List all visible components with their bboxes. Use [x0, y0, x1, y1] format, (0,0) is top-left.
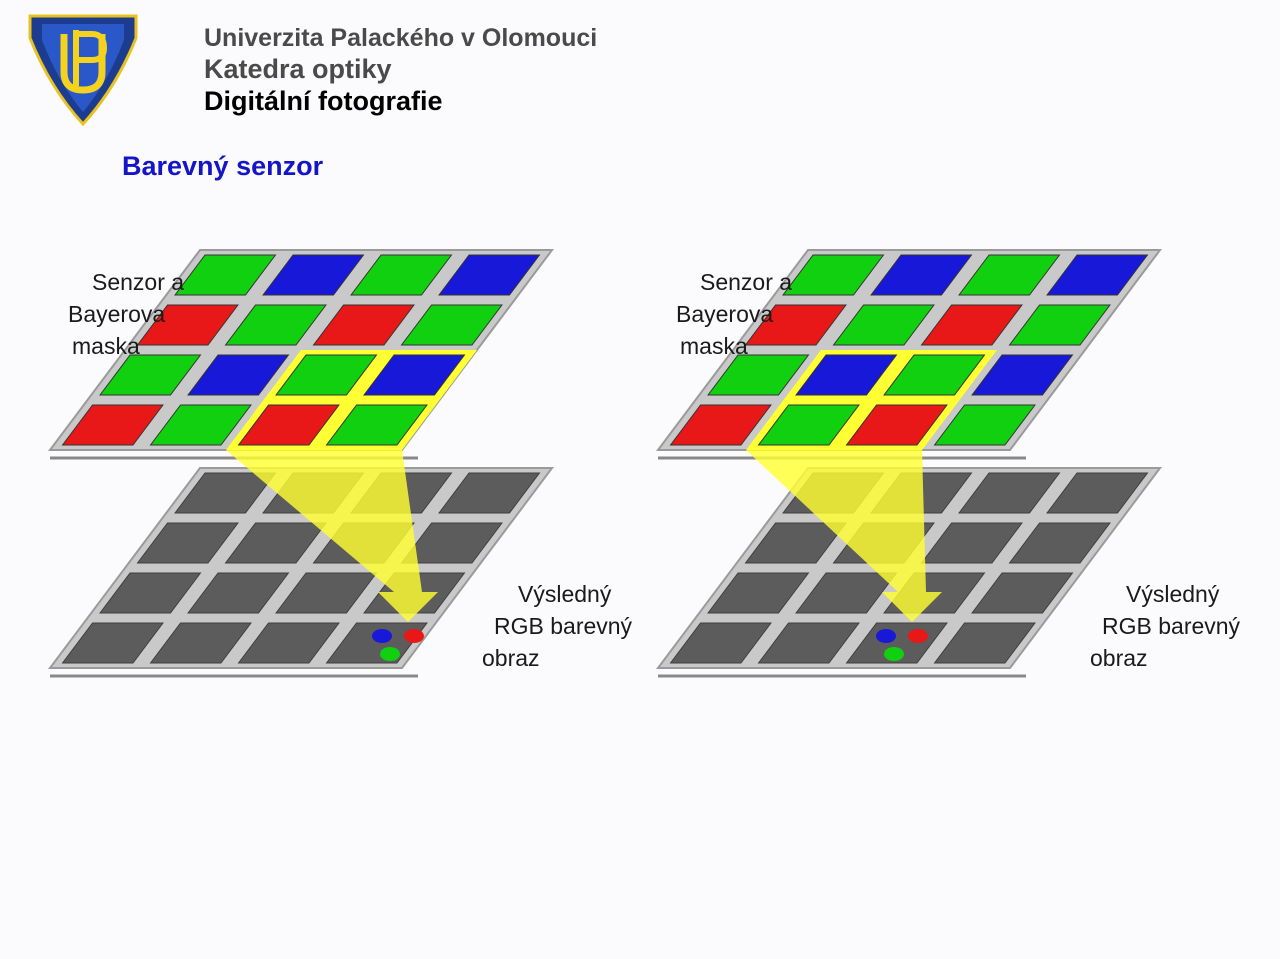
bayer-filter-cell [61, 404, 164, 446]
red-dot [404, 629, 424, 643]
blue-dot [876, 629, 896, 643]
bayer-filter-cell [933, 404, 1036, 446]
bayer-filter-cell [325, 404, 428, 446]
projection-beam [746, 450, 942, 622]
bayer-filter-cell [1008, 304, 1111, 346]
bayer-filter-cell [971, 354, 1074, 396]
pixel-cell [757, 622, 860, 664]
bayer-filter-cell [174, 254, 277, 296]
university-name: Univerzita Palackého v Olomouci [204, 24, 598, 52]
pixel-cell [136, 522, 239, 564]
bayer-filter-cell [870, 254, 973, 296]
pixel-cell [275, 572, 378, 614]
green-dot [380, 647, 400, 661]
bayer-diagram-left: Senzor a Bayerova maska Výsledný RGB bar… [48, 249, 633, 678]
pixel-cell [933, 622, 1036, 664]
bayer-filter-cell [312, 304, 415, 346]
bayer-filter-cell [350, 254, 453, 296]
sensor-label-line-1: Senzor a [700, 269, 792, 295]
bayer-diagram-right: Senzor a Bayerova maska Výsledný RGB bar… [656, 249, 1241, 678]
result-label-line-2: RGB barevný [1102, 613, 1241, 639]
red-dot [908, 629, 928, 643]
projection-beam [226, 450, 438, 622]
beam-arrow [226, 450, 438, 622]
pixel-cell [149, 622, 252, 664]
result-label-line-3: obraz [1090, 645, 1148, 671]
blue-dot [372, 629, 392, 643]
green-dot [884, 647, 904, 661]
bayer-filter-cell [832, 304, 935, 346]
bayer-filter-cell [958, 254, 1061, 296]
bayer-mask-plate [48, 249, 554, 460]
pixel-cell [61, 622, 164, 664]
sensor-label-line-2: Bayerova [68, 301, 165, 327]
bayer-filter-cell [920, 304, 1023, 346]
bayer-filter-cell [275, 354, 378, 396]
pixel-cell [920, 522, 1023, 564]
sensor-label-line-3: maska [680, 333, 748, 359]
pixel-cell [958, 472, 1061, 514]
pixel-plate [48, 467, 554, 678]
bayer-filter-cell [744, 304, 847, 346]
pixel-cell [224, 522, 327, 564]
pixel-cell [1008, 522, 1111, 564]
bayer-filter-cell [99, 354, 202, 396]
pixel-cell [99, 572, 202, 614]
bayer-mask-plate [656, 249, 1162, 460]
pixel-cell [744, 522, 847, 564]
pixel-cell [187, 572, 290, 614]
pixel-cell [174, 472, 277, 514]
bayer-filter-cell [136, 304, 239, 346]
bayer-filter-cell [363, 354, 466, 396]
result-label-line-1: Výsledný [518, 581, 612, 607]
result-label-line-2: RGB barevný [494, 613, 633, 639]
bayer-filter-cell [400, 304, 503, 346]
bayer-filter-cell [707, 354, 810, 396]
university-logo [24, 10, 142, 128]
pixel-cell [438, 472, 541, 514]
bayer-filter-cell [149, 404, 252, 446]
department-name: Katedra optiky [204, 54, 392, 84]
pixel-plate-base [48, 467, 554, 669]
pixel-cell [707, 572, 810, 614]
bayer-filter-cell [845, 404, 948, 446]
pixel-cell [1046, 472, 1149, 514]
pixel-cell [795, 572, 898, 614]
result-label-line-3: obraz [482, 645, 540, 671]
course-name: Digitální fotografie [204, 86, 443, 116]
bayer-filter-cell [757, 404, 860, 446]
rgb-pixel-dots [876, 629, 928, 661]
bayer-filter-cell [795, 354, 898, 396]
bayer-filter-cell [782, 254, 885, 296]
rgb-pixel-dots [372, 629, 424, 661]
bayer-filter-cell [187, 354, 290, 396]
bayer-filter-cell [1046, 254, 1149, 296]
pixel-cell [971, 572, 1074, 614]
result-label-line-1: Výsledný [1126, 581, 1220, 607]
pixel-cell [669, 622, 772, 664]
bayer-filter-cell [224, 304, 327, 346]
pixel-cell [325, 622, 428, 664]
bayer-filter-cell [669, 404, 772, 446]
bayer-filter-cell [438, 254, 541, 296]
sensor-label-line-2: Bayerova [676, 301, 773, 327]
bayer-filter-cell [237, 404, 340, 446]
sensor-label-line-1: Senzor a [92, 269, 184, 295]
bayer-filter-cell [262, 254, 365, 296]
slide-title: Barevný senzor [122, 151, 324, 181]
pixel-cell [237, 622, 340, 664]
sensor-label-line-3: maska [72, 333, 140, 359]
bayer-filter-cell [883, 354, 986, 396]
beam-arrow [746, 450, 942, 622]
